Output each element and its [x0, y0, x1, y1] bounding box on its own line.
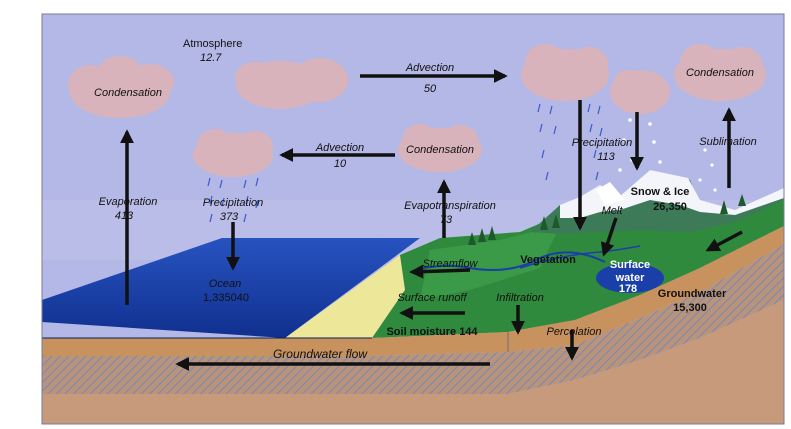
surface-water-pond [596, 263, 664, 293]
melt-label: Melt [601, 205, 623, 217]
rain-ocean [207, 177, 259, 223]
groundwater-label: Groundwater [657, 288, 727, 300]
cloud-snow [610, 70, 670, 114]
soil-layer [42, 226, 784, 356]
groundwater-layer [42, 244, 784, 394]
condensation-left-label: Condensation [94, 87, 162, 99]
mountain-range [530, 170, 784, 234]
evapotranspiration-label: Evapotranspiration [404, 200, 496, 212]
advection-top-value: 50 [423, 83, 437, 95]
evaporation-label: Evaporation [98, 196, 158, 208]
evaporation-value: 413 [114, 210, 134, 222]
soil-moisture-label: Soil moisture 144 [386, 326, 478, 338]
surface-water-value: 178 [618, 283, 638, 295]
cloud-atmosphere [235, 58, 348, 109]
advection-mid-value: 10 [333, 158, 347, 170]
sublimation-dots [698, 148, 717, 192]
precipitation-land-value: 113 [597, 151, 615, 163]
streamflow-label: Streamflow [422, 258, 478, 270]
cloud-precipitation-land [521, 44, 609, 101]
precipitation-ocean-label: Precipitation [202, 197, 264, 209]
figure-frame [41, 13, 785, 425]
snow-patch [596, 182, 625, 205]
rain-land [537, 103, 603, 181]
groundwater-slope-arrow [705, 230, 743, 252]
streamflow-arrow [409, 264, 471, 279]
land-light [420, 225, 560, 300]
sublimation-label: Sublimation [699, 136, 757, 148]
surface-water-label: Surface water [609, 259, 651, 284]
condensation-mid-label: Condensation [406, 144, 474, 156]
cloud-condensation-right [674, 44, 766, 101]
groundwater-value: 15,300 [673, 302, 707, 314]
groundwater-flow-label: Groundwater flow [272, 347, 368, 361]
snow-ice-value: 26,350 [653, 201, 687, 213]
ocean-surface [42, 238, 420, 338]
precipitation-land-label: Precipitation [571, 137, 633, 149]
ocean-value: 1,335040 [203, 292, 249, 304]
stream-line [519, 245, 641, 269]
advection-top-label: Advection [405, 62, 455, 74]
beach-sand [285, 250, 420, 338]
stream-line [409, 251, 606, 273]
precipitation-ocean-value: 373 [219, 211, 239, 223]
snow-ice-label: Snow & Ice [630, 186, 690, 198]
cloud-condensation-mid [398, 124, 482, 172]
percolation-label: Percolation [546, 326, 602, 338]
ocean-label: Ocean [208, 278, 242, 290]
surface-runoff-label: Surface runoff [397, 292, 467, 304]
atmosphere-value: 12.7 [200, 52, 222, 64]
cloud-condensation-left [68, 56, 174, 118]
cloud-precipitation-ocean [193, 129, 273, 177]
condensation-right-label: Condensation [686, 67, 754, 79]
trees [468, 194, 746, 245]
advection-mid-label: Advection [315, 142, 365, 154]
atmosphere-label: Atmosphere [183, 38, 243, 50]
bedrock-layer [42, 300, 784, 424]
vegetation-label: Vegetation [520, 254, 576, 266]
infiltration-label: Infiltration [496, 292, 544, 304]
snow-cap [560, 170, 784, 218]
melt-arrow [600, 217, 618, 257]
evapotranspiration-value: 73 [439, 214, 453, 226]
